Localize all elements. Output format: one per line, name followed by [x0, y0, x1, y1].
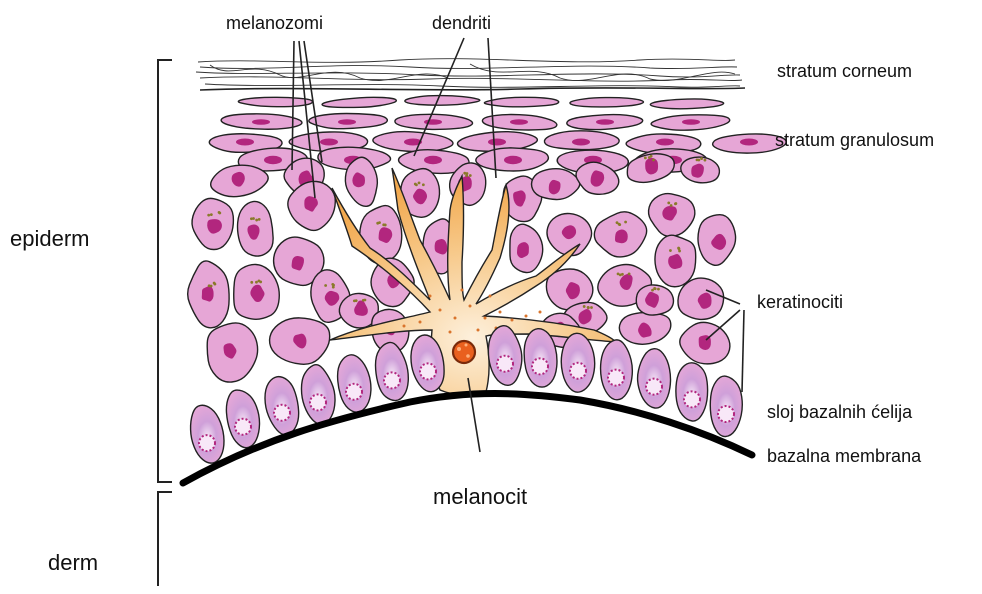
label-keratinociti: keratinociti — [757, 293, 843, 311]
granulosum-cell — [476, 148, 549, 171]
keratinocyte — [270, 318, 330, 364]
stratum-corneum-fibers — [196, 59, 742, 88]
basal-cell — [338, 355, 371, 412]
corneum-base-line — [200, 88, 745, 90]
basal-cell — [265, 377, 299, 435]
label-melanozomi: melanozomi — [226, 14, 323, 32]
keratinocyte — [207, 323, 257, 382]
leader-keratinociti-3 — [742, 310, 744, 392]
keratinocyte — [627, 154, 674, 183]
basal-cell — [191, 405, 224, 463]
label-sloj-bazalnih-celija: sloj bazalnih ćelija — [767, 403, 912, 421]
keratinocyte — [188, 261, 229, 328]
granulosum-cell — [484, 97, 558, 107]
basal-cell — [638, 349, 671, 408]
granulosum-cell — [395, 114, 473, 129]
keratinocyte — [211, 165, 268, 196]
derm-bracket — [158, 492, 172, 586]
keratinocyte — [531, 169, 579, 200]
granulosum-cell — [570, 98, 644, 107]
granulosum-cell — [221, 114, 302, 129]
epiderm-bracket — [158, 60, 172, 482]
granulosum-cell — [544, 131, 619, 150]
keratinocyte — [678, 278, 724, 319]
granulosum-cell — [405, 96, 480, 106]
label-epiderm: epiderm — [10, 228, 89, 250]
keratinocyte — [192, 198, 233, 249]
granulosum-cell — [567, 115, 643, 130]
keratinocyte — [619, 313, 670, 345]
basal-cell — [561, 333, 594, 392]
basal-cell — [601, 340, 633, 400]
keratinocyte — [698, 215, 736, 266]
granulosum-cell — [322, 97, 396, 107]
keratinocyte — [547, 213, 592, 255]
keratinocyte — [238, 201, 274, 256]
granulosum-cell — [650, 99, 723, 109]
keratinocyte — [234, 264, 280, 319]
basal-cell — [301, 365, 335, 425]
label-stratum-corneum: stratum corneum — [777, 62, 912, 80]
keratinocyte — [510, 224, 543, 272]
granulosum-cell — [373, 132, 453, 152]
label-bazalna-membrana: bazalna membrana — [767, 447, 921, 465]
keratinocyte — [680, 322, 730, 363]
basal-cell — [226, 390, 259, 448]
granulosum-cell — [309, 114, 388, 129]
label-stratum-granulosum: stratum granulosum — [775, 131, 934, 149]
label-dendriti: dendriti — [432, 14, 491, 32]
melanocyte-nucleus — [453, 341, 475, 363]
keratinocyte — [636, 285, 673, 315]
keratinocyte — [655, 235, 696, 287]
basal-cell — [376, 342, 409, 400]
keratinocyte — [681, 157, 720, 183]
keratinocyte — [649, 194, 695, 237]
granulosum-cell — [651, 115, 730, 130]
label-derm: derm — [48, 552, 98, 574]
label-melanocit: melanocit — [433, 486, 527, 508]
basal-cell — [710, 376, 742, 436]
granulosum-cell — [238, 97, 312, 106]
keratinocyte — [345, 157, 377, 206]
keratinocyte — [594, 212, 646, 257]
basal-cell — [676, 363, 708, 421]
